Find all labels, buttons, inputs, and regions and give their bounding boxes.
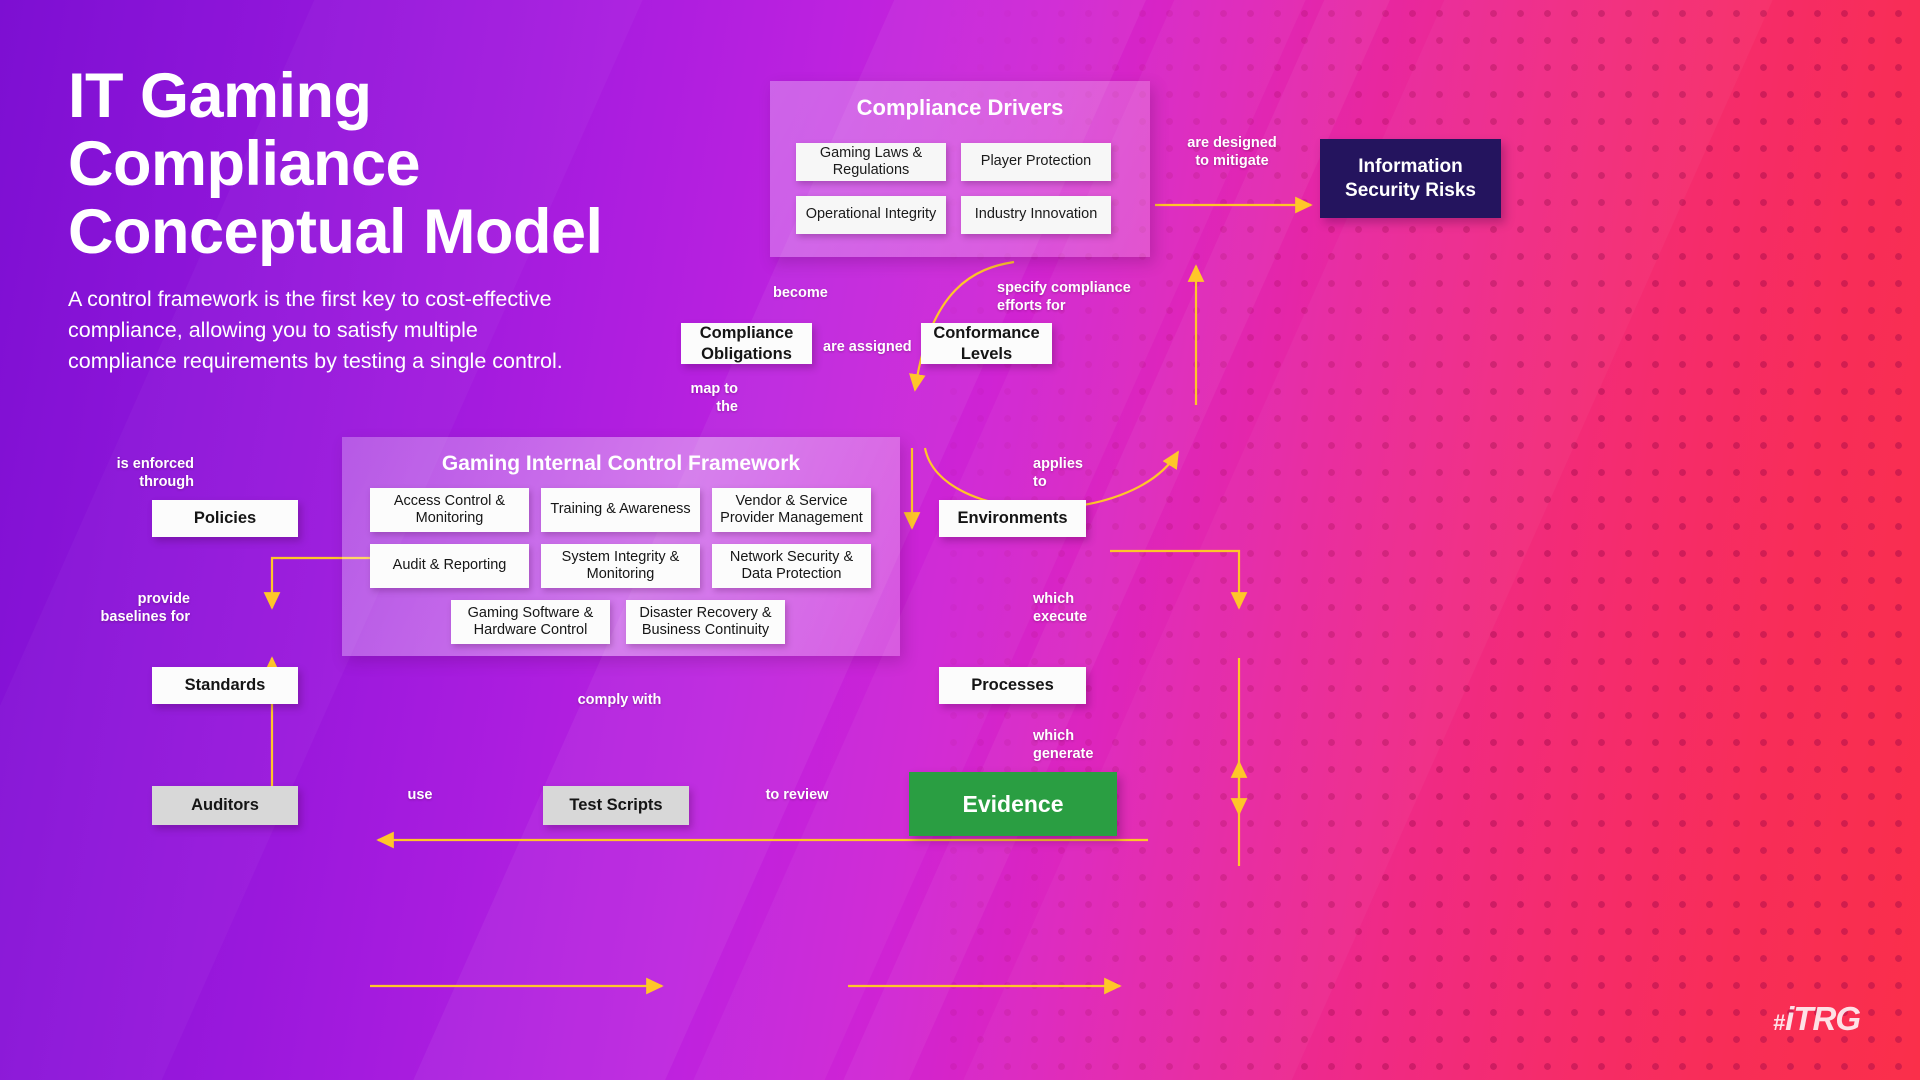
edge-label-which-execute: which execute [1033, 591, 1088, 626]
edge-label-map-to-the: map to the [690, 381, 738, 416]
control-training-awareness[interactable]: Training & Awareness [541, 488, 700, 532]
hash-icon: # [1772, 1010, 1785, 1035]
driver-operational-integrity[interactable]: Operational Integrity [796, 196, 946, 234]
edge-label-applies-to: applies to [1033, 456, 1083, 491]
itrg-logo: # iTRG [1772, 1000, 1861, 1038]
edge-label-comply-with: comply with [577, 692, 662, 708]
node-processes[interactable]: Processes [939, 667, 1086, 704]
page-title: IT Gaming Compliance Conceptual Model [68, 61, 603, 268]
node-environments[interactable]: Environments [939, 500, 1086, 537]
driver-player-protection[interactable]: Player Protection [961, 143, 1111, 181]
compliance-drivers-title: Compliance Drivers [856, 95, 1064, 120]
edge-label-are-assigned: are assigned [823, 339, 912, 355]
edge-label-use: use [407, 787, 433, 803]
brand-name: iTRG [1785, 1000, 1861, 1037]
control-disaster-recovery-business-continuity[interactable]: Disaster Recovery & Business Continuity [626, 600, 785, 644]
edge-label-is-enforced-through: is enforced through [116, 456, 194, 491]
node-policies[interactable]: Policies [152, 500, 298, 537]
headline-block: IT Gaming Compliance Conceptual Model A … [68, 62, 708, 376]
edge-label-are-designed-to-mitigate: are designed to mitigate [1187, 135, 1277, 170]
node-test-scripts[interactable]: Test Scripts [543, 786, 689, 825]
edge-label-which-generate: which generate [1033, 728, 1094, 763]
driver-gaming-laws-regulations[interactable]: Gaming Laws & Regulations [796, 143, 946, 181]
node-information-security-risks[interactable]: Information Security Risks [1320, 139, 1501, 218]
control-vendor-service-provider-management[interactable]: Vendor & Service Provider Management [712, 488, 871, 532]
control-access-control-monitoring[interactable]: Access Control & Monitoring [370, 488, 529, 532]
edge-label-provide-baselines-for: provide baselines for [100, 591, 190, 626]
node-auditors[interactable]: Auditors [152, 786, 298, 825]
page-subtitle: A control framework is the first key to … [68, 287, 563, 373]
node-evidence[interactable]: Evidence [909, 772, 1117, 836]
control-system-integrity-monitoring[interactable]: System Integrity & Monitoring [541, 544, 700, 588]
node-standards[interactable]: Standards [152, 667, 298, 704]
control-audit-reporting[interactable]: Audit & Reporting [370, 544, 529, 588]
control-gaming-software-hardware-control[interactable]: Gaming Software & Hardware Control [451, 600, 610, 644]
node-conformance-levels[interactable]: Conformance Levels [921, 323, 1052, 364]
framework-title: Gaming Internal Control Framework [441, 452, 801, 475]
node-compliance-obligations[interactable]: Compliance Obligations [681, 323, 812, 364]
edge-label-to-review: to review [765, 787, 829, 803]
driver-industry-innovation[interactable]: Industry Innovation [961, 196, 1111, 234]
edge-label-become: become [773, 285, 828, 301]
control-network-security-data-protection[interactable]: Network Security & Data Protection [712, 544, 871, 588]
edge-label-specify-compliance-efforts-for: specify compliance efforts for [997, 280, 1131, 315]
